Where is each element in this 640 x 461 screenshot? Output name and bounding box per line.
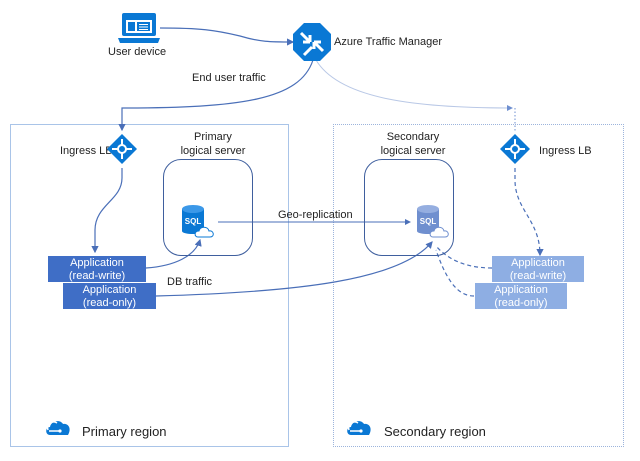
edge-app-rw-to-primary-sql	[145, 238, 202, 269]
end-user-traffic-label: End user traffic	[192, 72, 266, 84]
secondary-server-label: Secondary logical server	[380, 131, 446, 157]
secondary-region-box	[333, 124, 624, 447]
svg-text:SQL: SQL	[420, 217, 437, 226]
traffic-manager-icon	[292, 22, 332, 67]
secondary-app-read-only: Application (read-only)	[475, 283, 567, 309]
primary-sql-icon: SQL	[180, 204, 220, 247]
secondary-load-balancer-icon	[499, 133, 531, 170]
secondary-ingress-lb-label: Ingress LB	[539, 145, 592, 157]
primary-app-read-write: Application (read-write)	[48, 256, 146, 282]
primary-region-label: Primary region	[82, 424, 167, 439]
secondary-sql-icon: SQL	[415, 204, 455, 247]
edge-user-to-tm	[159, 27, 295, 46]
primary-region-cloud-icon	[44, 418, 72, 441]
edge-sec-app-ro-to-sql	[435, 249, 475, 297]
primary-ingress-lb-label: Ingress LB	[60, 145, 113, 157]
edge-primary-lb-to-app	[91, 168, 123, 254]
secondary-region-cloud-icon	[345, 418, 373, 441]
edge-tm-to-primary	[118, 59, 314, 132]
primary-region-box	[10, 124, 289, 447]
user-device-label: User device	[108, 46, 167, 58]
db-traffic-label: DB traffic	[167, 276, 213, 288]
edge-secondary-lb-to-app	[514, 168, 544, 257]
secondary-logical-server	[364, 159, 454, 256]
primary-load-balancer-icon	[106, 133, 138, 170]
primary-app-read-only: Application (read-only)	[63, 283, 156, 309]
svg-text:SQL: SQL	[185, 217, 202, 226]
geo-replication-label: Geo-replication	[278, 209, 353, 221]
traffic-manager-label: Azure Traffic Manager	[334, 36, 443, 48]
primary-logical-server	[163, 159, 253, 256]
user-device-icon	[118, 12, 160, 49]
primary-server-label: Primary logical server	[180, 131, 246, 157]
secondary-app-read-write: Application (read-write)	[492, 256, 584, 282]
secondary-region-label: Secondary region	[384, 424, 486, 439]
edge-tm-to-secondary	[315, 59, 513, 111]
